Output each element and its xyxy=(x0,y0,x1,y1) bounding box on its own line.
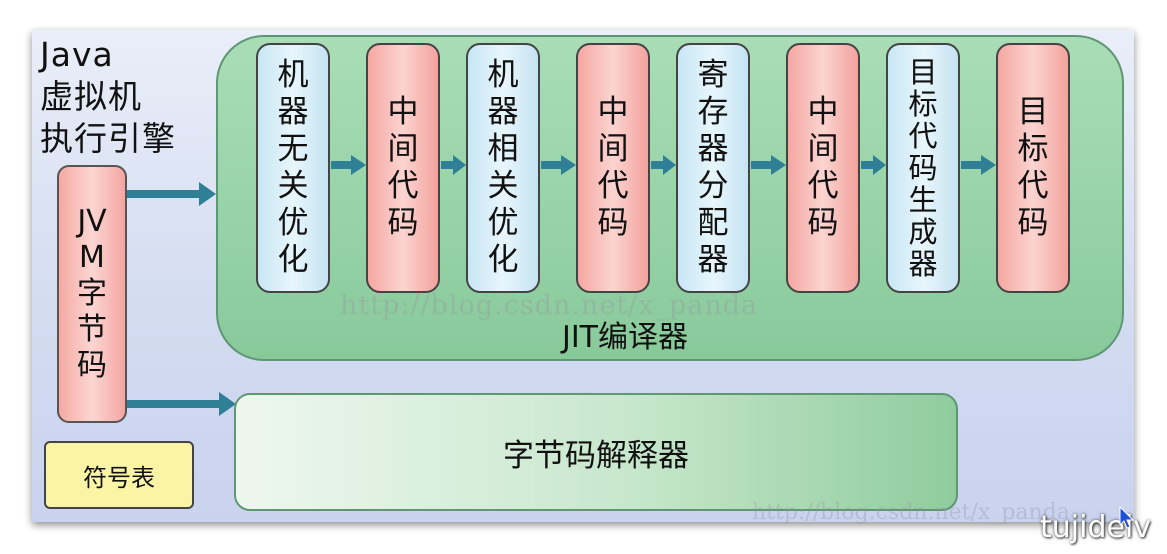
jvm-bytecode-label: JVM字节码 xyxy=(77,204,107,383)
stage-target-code: 目标代码 xyxy=(996,43,1070,293)
symbol-table-box: 符号表 xyxy=(44,441,194,509)
watermark-bottom: http://blog.csdn.net/x_panda xyxy=(752,500,1070,525)
stage-label: 寄存器分配器 xyxy=(697,57,729,278)
jvm-bytecode-box: JVM字节码 xyxy=(57,165,127,423)
stage-target-code-generator: 目标代码生成器 xyxy=(886,43,960,293)
arrow-right-icon xyxy=(541,155,576,175)
arrow-right-icon xyxy=(331,155,366,175)
stage-label: 中间代码 xyxy=(387,94,419,241)
stage-intermediate-code-3: 中间代码 xyxy=(786,43,860,293)
arrow-to-jit-icon xyxy=(127,182,216,206)
stage-register-allocator: 寄存器分配器 xyxy=(676,43,750,293)
stage-intermediate-code-1: 中间代码 xyxy=(366,43,440,293)
brand-watermark: tujidelv xyxy=(1040,510,1152,545)
arrow-right-icon xyxy=(751,155,786,175)
stage-machine-independent-opt: 机器无关优化 xyxy=(256,43,330,293)
bytecode-interpreter-box: 字节码解释器 xyxy=(234,393,958,511)
jit-compiler-label: JIT编译器 xyxy=(561,320,689,355)
watermark-center: http://blog.csdn.net/x_panda xyxy=(340,290,759,321)
symbol-table-label: 符号表 xyxy=(83,463,155,492)
arrow-right-icon xyxy=(961,155,996,175)
stage-label: 目标代码 xyxy=(1017,94,1049,241)
stage-label: 中间代码 xyxy=(597,94,629,241)
arrow-right-icon xyxy=(441,155,466,175)
stage-label: 目标代码生成器 xyxy=(908,55,938,281)
diagram-title: Java 虚拟机 执行引擎 xyxy=(40,34,176,160)
title-line-2: 虚拟机 xyxy=(40,77,142,116)
stage-label: 中间代码 xyxy=(807,94,839,241)
arrow-right-icon xyxy=(651,155,676,175)
arrow-right-icon xyxy=(861,155,886,175)
bytecode-interpreter-label: 字节码解释器 xyxy=(503,437,689,474)
mouse-cursor-icon xyxy=(1119,506,1135,529)
stage-label: 机器无关优化 xyxy=(277,57,309,278)
stage-label: 机器相关优化 xyxy=(487,57,519,278)
arrow-to-interpreter-icon xyxy=(127,392,236,416)
stage-machine-dependent-opt: 机器相关优化 xyxy=(466,43,540,293)
title-line-3: 执行引擎 xyxy=(40,119,176,158)
stage-intermediate-code-2: 中间代码 xyxy=(576,43,650,293)
title-line-1: Java xyxy=(40,35,114,74)
